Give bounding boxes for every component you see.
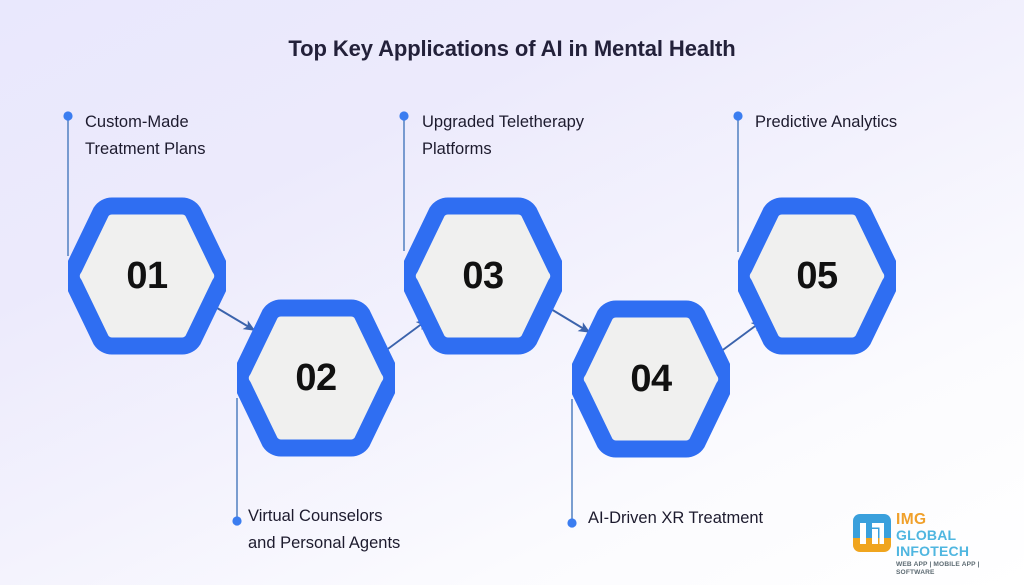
hexagon-number-02: 02 — [295, 356, 337, 399]
bullet-dot-icon-01 — [63, 111, 73, 121]
hexagon-number-04: 04 — [630, 357, 672, 400]
hexagon-shape-icon — [732, 197, 902, 355]
step-label-03: Upgraded Teletherapy Platforms — [422, 113, 585, 158]
flow-arrow-04-05 — [715, 320, 764, 356]
logo-name-primary: IMG — [896, 511, 927, 528]
hexagon-number-03: 03 — [462, 254, 504, 297]
step-label-01: Custom-Made Treatment Plans — [85, 113, 206, 158]
hexagon-number-01: 01 — [126, 254, 168, 297]
logo-name-secondary: GLOBAL INFOTECH — [896, 527, 970, 559]
hexagon-step-04[interactable]: 04 — [566, 299, 736, 459]
bullet-dot-icon-04 — [567, 518, 577, 528]
hexagon-step-03[interactable]: 03 — [398, 196, 568, 356]
company-logo[interactable]: IMG GLOBAL INFOTECH WEB APP | MOBILE APP… — [853, 511, 1013, 576]
hexagon-step-05[interactable]: 05 — [732, 196, 902, 356]
hexagon-shape-icon — [231, 299, 401, 457]
hexagon-step-02[interactable]: 02 — [231, 298, 401, 458]
logo-text-block: IMG GLOBAL INFOTECH WEB APP | MOBILE APP… — [896, 511, 1016, 578]
step-label-04: AI-Driven XR Treatment — [588, 509, 764, 527]
step-label-05: Predictive Analytics — [755, 113, 898, 131]
hexagon-step-01[interactable]: 01 — [62, 196, 232, 356]
flow-arrow-02-03 — [380, 319, 429, 355]
bullet-dot-icon-03 — [399, 111, 409, 121]
hexagon-number-05: 05 — [796, 254, 838, 297]
bullet-dot-icon-02 — [232, 516, 242, 526]
bullet-dot-icon-05 — [733, 111, 743, 121]
hexagon-shape-icon — [398, 197, 568, 355]
logo-mark-icon — [853, 514, 891, 552]
hexagon-shape-icon — [566, 300, 736, 458]
logo-tagline: WEB APP | MOBILE APP | SOFTWARE — [896, 560, 980, 577]
page-title: Top Key Applications of AI in Mental Hea… — [288, 36, 736, 61]
hexagon-shape-icon — [62, 197, 232, 355]
step-label-02: Virtual Counselors and Personal Agents — [248, 507, 401, 552]
